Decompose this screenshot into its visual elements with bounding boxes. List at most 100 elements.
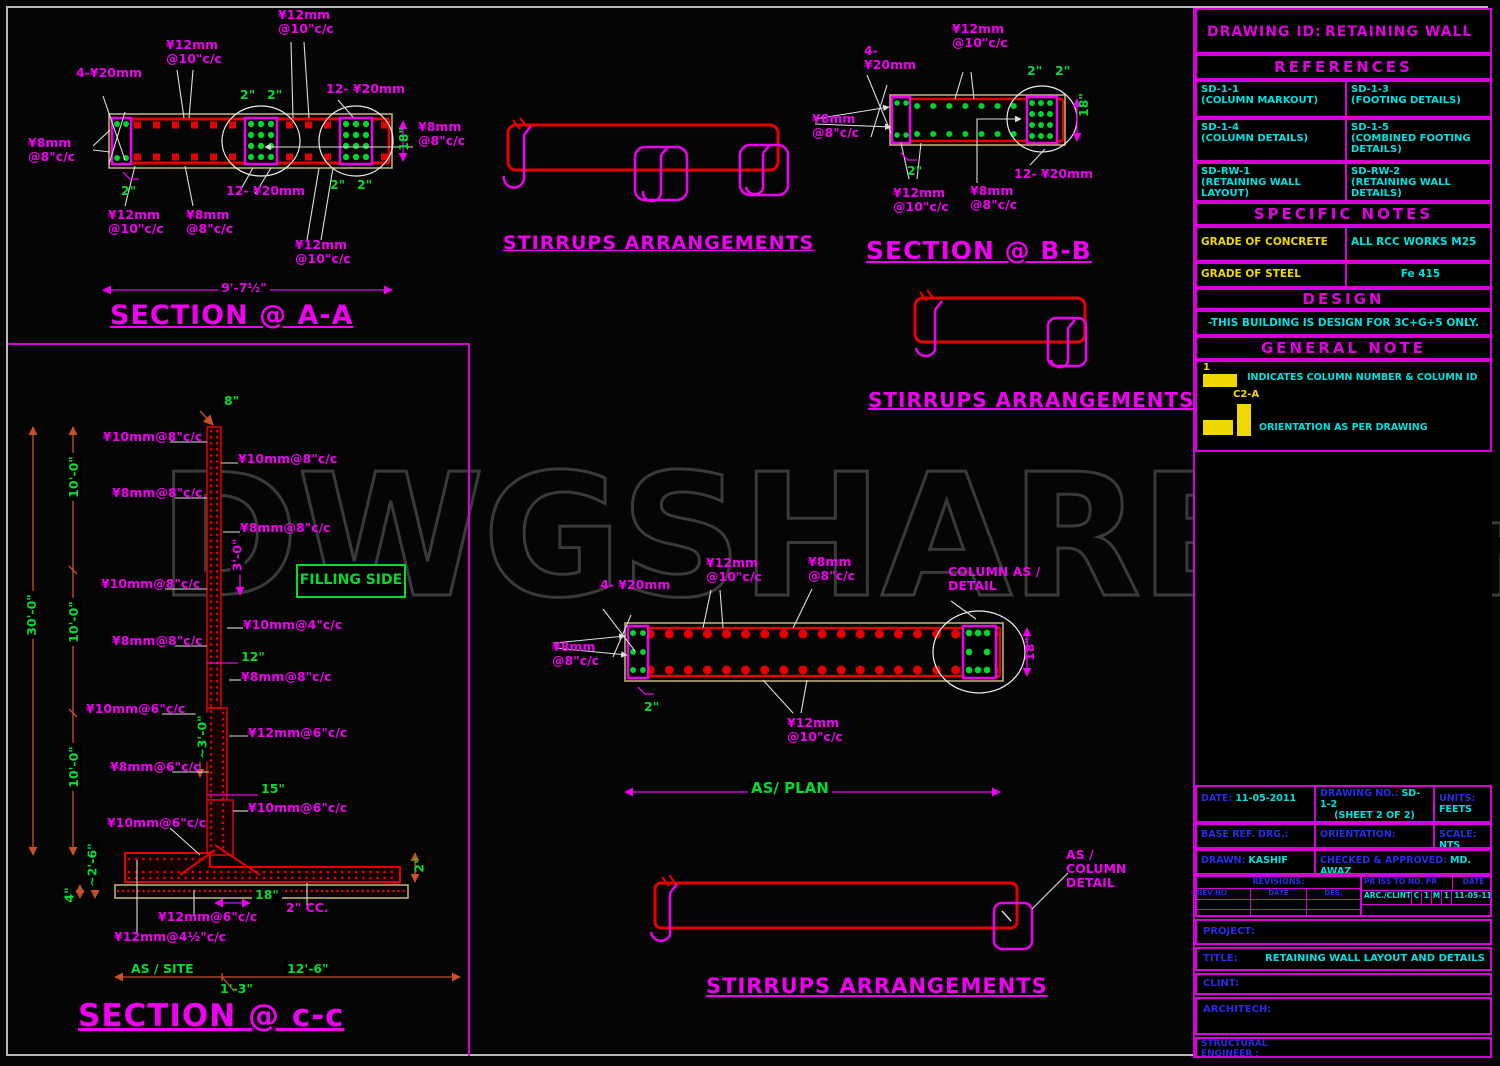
title-row: TITLE: RETAINING WALL LAYOUT AND DETAILS xyxy=(1195,947,1492,971)
revisions-col-headers: REV NO DATE DES. xyxy=(1197,888,1360,899)
title-value: RETAINING WALL LAYOUT AND DETAILS xyxy=(1265,953,1485,964)
architect-row: ARCHITECH: xyxy=(1195,997,1492,1035)
aa-gap-bot-b: 2" xyxy=(357,177,373,192)
reference-desc: (FOOTING DETAILS) xyxy=(1351,95,1461,106)
issue-header: PR ISS TO NO. PR xyxy=(1362,877,1453,890)
project-row: PROJECT: xyxy=(1195,919,1492,945)
bb-gap-a: 2" xyxy=(1027,63,1043,78)
plan-label-bot-bar: ¥12mm @10"c/c xyxy=(787,715,843,744)
reference-sd-rw-1: SD-RW-1 (RETAINING WALL LAYOUT) xyxy=(1197,164,1345,200)
reference-desc: (COMBINED FOOTING DETAILS) xyxy=(1351,133,1471,155)
drawn-cell: DRAWN: KASHIF xyxy=(1197,851,1314,873)
cc-left-label-3: ¥8mm@8"c/c xyxy=(112,633,203,648)
cc-left-label-5: ¥8mm@6"c/c xyxy=(110,759,201,774)
column-marker-swatch xyxy=(1203,374,1237,387)
aa-label-stirrup-bottom: ¥8mm @8"c/c xyxy=(186,207,234,236)
aa-label-bot-bar-left: ¥12mm @10"c/c xyxy=(108,207,164,236)
issue-table: PR ISS TO NO. PR DATE ARC./CLINT C 1 M 1… xyxy=(1360,877,1490,915)
cc-region-top-line xyxy=(8,343,470,345)
stirrups-2-drawing xyxy=(913,289,1088,369)
stirrups-3-title: STIRRUPS ARRANGEMENTS xyxy=(706,974,1048,998)
revisions-block: REVISIONS: REV NO DATE DES. xyxy=(1195,875,1492,917)
reference-sd-rw-2: SD-RW-2 (RETAINING WALL DETAILS) xyxy=(1345,164,1490,200)
units-value: FEETS xyxy=(1439,804,1472,815)
section-cc-title: SECTION @ c-c xyxy=(78,998,345,1034)
grade-of-concrete-value: ALL RCC WORKS M25 xyxy=(1345,228,1490,260)
issue-c1: C xyxy=(1412,891,1422,904)
section-bb-title: SECTION @ B-B xyxy=(866,236,1092,265)
revisions-empty-row-2 xyxy=(1197,909,1360,915)
cc-wall-3ft-dim-b: ~3'-0" xyxy=(195,712,210,762)
cc-slab-secondary-label: ¥12mm@4½"c/c xyxy=(114,929,227,944)
orientation-swatch-horizontal xyxy=(1203,420,1233,435)
reference-desc: (COLUMN MARKOUT) xyxy=(1201,95,1319,106)
issue-c3: M xyxy=(1432,891,1442,904)
issue-headers: PR ISS TO NO. PR DATE xyxy=(1362,877,1490,890)
reference-id: SD-1-1 xyxy=(1201,84,1239,95)
aa-gap-bot-a: 2" xyxy=(330,177,346,192)
info-row-1: DATE: 11-05-2011 DRAWING NO.: SD-1-2 (SH… xyxy=(1195,785,1492,823)
base-ref-label: BASE REF. DRG.: xyxy=(1201,829,1289,840)
info-row-2: BASE REF. DRG.: ORIENTATION: SCALE: NTS xyxy=(1195,823,1492,849)
drawing-no-cell: DRAWING NO.: SD-1-2 (SHEET 2 OF 2) xyxy=(1314,787,1433,821)
grade-of-steel-label: GRADE OF STEEL xyxy=(1201,268,1301,280)
cc-wall-3ft-dim-a: 3'-0" xyxy=(229,535,245,575)
gn-sub: C2-A xyxy=(1233,389,1260,400)
general-note-content: 1 INDICATES COLUMN NUMBER & COLUMN ID C2… xyxy=(1195,360,1492,452)
cc-footing-width-dim: 12'-6" xyxy=(284,962,332,976)
specific-notes-header: SPECIFIC NOTES xyxy=(1195,202,1492,226)
reference-desc: (COLUMN DETAILS) xyxy=(1201,133,1309,144)
plan-label-main-bars: 4- ¥20mm xyxy=(600,577,671,592)
client-row: CLINT: xyxy=(1195,973,1492,995)
units-cell: UNITS: FEETS xyxy=(1433,787,1490,821)
reference-sd-1-4: SD-1-4 (COLUMN DETAILS) xyxy=(1197,120,1345,160)
revisions-header: REVISIONS: xyxy=(1252,877,1305,886)
cc-right-label-4: ¥12mm@6"c/c xyxy=(248,725,348,740)
drawing-no-value: SD-1-2 xyxy=(1320,788,1421,810)
reference-id: SD-1-4 xyxy=(1201,122,1239,133)
aa-label-col-bottom: 12- ¥20mm xyxy=(226,183,306,198)
cc-right-label-0: ¥10mm@8"c/c xyxy=(238,451,338,466)
bb-gap-b: 2" xyxy=(1055,63,1071,78)
cc-filling-side-box: FILLING SIDE xyxy=(296,564,406,598)
bb-label-top-bar: ¥12mm @10"c/c xyxy=(952,21,1008,50)
revisions-empty-row-1 xyxy=(1197,899,1360,909)
scale-value: NTS xyxy=(1439,840,1461,849)
gn-text-2: ORIENTATION AS PER DRAWING xyxy=(1259,422,1428,433)
reference-sd-1-1: SD-1-1 (COLUMN MARKOUT) xyxy=(1197,82,1345,116)
drawing-id-row: DRAWING ID: RETAINING WALL xyxy=(1195,8,1492,54)
design-header: DESIGN xyxy=(1195,288,1492,310)
bb-label-bot-bar: ¥12mm @10"c/c xyxy=(893,185,949,214)
cc-step2-dim: 15" xyxy=(258,782,288,796)
plan-cover-dim: 2" xyxy=(644,699,660,714)
cc-right-label-1: ¥8mm@8"c/c xyxy=(240,520,331,535)
drawn-value: KASHIF xyxy=(1248,855,1288,866)
plan-drawing xyxy=(554,588,1032,797)
units-label: UNITS: xyxy=(1439,793,1476,804)
bb-label-stirrup-left: ¥8mm @8"c/c xyxy=(812,111,860,140)
reference-id: SD-1-5 xyxy=(1351,122,1389,133)
bb-depth-dim: 18" xyxy=(1075,93,1091,117)
title-block: DRAWING ID: RETAINING WALL REFERENCES SD… xyxy=(1193,8,1492,1058)
checked-value: MD. AWAZ xyxy=(1320,855,1471,875)
issue-to: ARC./CLINT xyxy=(1362,891,1412,904)
drawing-no-label: DRAWING NO.: xyxy=(1320,788,1399,799)
general-note-header: GENERAL NOTE xyxy=(1195,336,1492,360)
title-label: TITLE: xyxy=(1203,953,1238,964)
aa-width-dim: 9'-7½" xyxy=(218,281,270,295)
checked-cell: CHECKED & APPROVED: MD. AWAZ xyxy=(1314,851,1490,875)
cc-seg-height-dim-3: 10'-0" xyxy=(66,743,81,791)
references-row-2: SD-1-4 (COLUMN DETAILS) SD-1-5 (COMBINED… xyxy=(1195,118,1492,162)
cc-seg-height-dim-1: 10'-0" xyxy=(66,453,81,501)
reference-sd-1-5: SD-1-5 (COMBINED FOOTING DETAILS) xyxy=(1345,120,1490,160)
grade-of-steel-value: Fe 415 xyxy=(1345,264,1490,286)
references-row-3: SD-RW-1 (RETAINING WALL LAYOUT) SD-RW-2 … xyxy=(1195,162,1492,202)
cc-region-right-line xyxy=(468,343,470,1056)
scale-label: SCALE: xyxy=(1439,829,1477,840)
cc-left-label-1: ¥8mm@8"c/c xyxy=(112,485,203,500)
sheet-number: (SHEET 2 OF 2) xyxy=(1334,810,1415,821)
aa-label-main-bars: 4-¥20mm xyxy=(76,65,143,80)
reference-id: SD-RW-2 xyxy=(1351,166,1401,177)
stirrups-2-title: STIRRUPS ARRANGEMENTS xyxy=(868,388,1195,412)
